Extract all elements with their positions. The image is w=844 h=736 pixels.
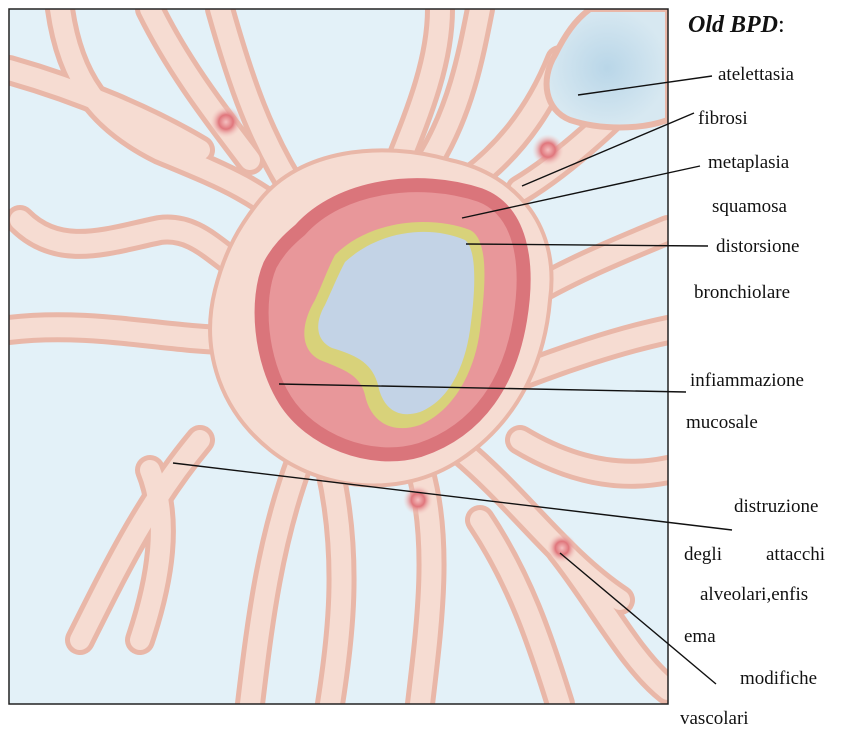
label-atelettasia: atelettasia [718, 64, 794, 86]
label-metaplasia: metaplasia [708, 152, 789, 174]
label-vascolari: vascolari [680, 708, 749, 730]
label-ema: ema [684, 626, 716, 648]
label-degli: degli [684, 544, 722, 566]
label-squamosa: squamosa [712, 196, 787, 218]
label-bronchiolare: bronchiolare [694, 282, 790, 304]
label-alveolari: alveolari,enfis [700, 584, 808, 606]
label-infiammazione: infiammazione [690, 370, 804, 392]
vessel [547, 533, 577, 563]
label-fibrosi: fibrosi [698, 108, 748, 130]
label-modifiche: modifiche [740, 668, 817, 690]
label-mucosale: mucosale [686, 412, 758, 434]
label-distorsione: distorsione [716, 236, 799, 258]
vessel [403, 485, 433, 515]
vessel [210, 106, 242, 138]
figure-title: Old BPD: [688, 12, 785, 39]
label-attacchi: attacchi [766, 544, 825, 566]
label-distruzione: distruzione [734, 496, 818, 518]
vessel [532, 134, 564, 166]
